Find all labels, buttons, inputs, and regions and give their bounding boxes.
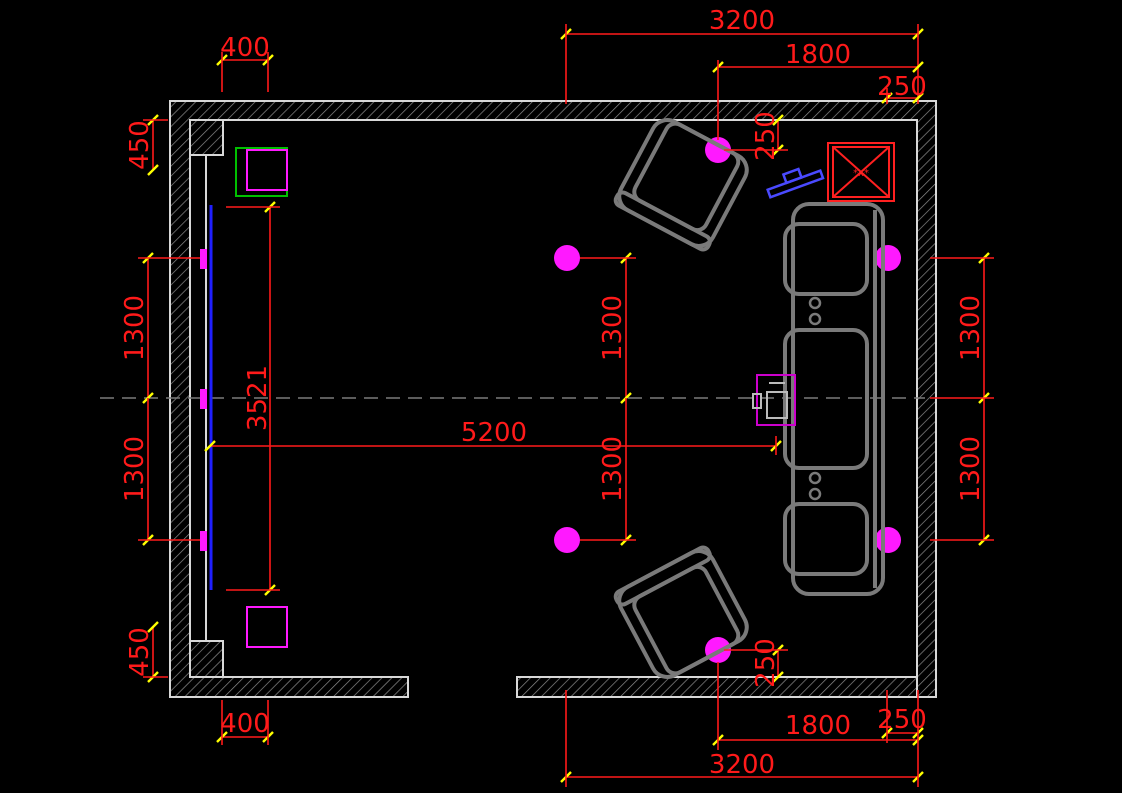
dim-mid-lower: 1300 [598,436,628,502]
sofa-seat-1 [783,222,869,296]
dim-left-top: 450 [125,120,155,170]
armchair-top [613,118,749,252]
side-table [766,167,825,199]
front-right-cabinet [246,606,288,648]
dimension-labels: 3200 1800 250 250 400 450 1300 1300 450 … [120,6,986,780]
dim-bottom-right-edge: 250 [877,705,927,735]
dim-top-inner: 1800 [785,40,851,70]
sofa-cupholder-1 [808,296,822,310]
dim-left-bottom: 450 [125,627,155,677]
front-left-cabinet [246,149,288,191]
sofa-cupholder-3 [808,471,822,485]
sofa [783,202,885,596]
side-speaker-right-bottom [875,527,901,553]
projector [752,374,796,426]
dimension-lines [138,24,994,787]
screen-recess-top [189,119,224,156]
surround-speaker-left-top [554,245,580,271]
dim-viewing-distance: 5200 [461,418,527,448]
dim-top-right-edge: 250 [877,72,927,102]
dim-left-upper: 1300 [120,295,150,361]
sofa-cupholder-2 [808,312,822,326]
subwoofer: *x* [827,142,895,202]
sofa-seat-2 [783,328,869,470]
dim-left-lower: 1300 [120,436,150,502]
surround-speaker-left-bottom [554,527,580,553]
dim-bottom-inner: 1800 [785,711,851,741]
front-left-cabinet-outer [235,147,288,197]
center-speaker [200,389,207,409]
sofa-frame [791,202,885,596]
dim-bottom-chair-offset: 250 [751,638,781,688]
sofa-cupholder-4 [808,487,822,501]
dim-screen-width: 3521 [243,365,273,431]
dim-right-lower: 1300 [956,436,986,502]
screen-recess-bottom [189,640,224,678]
sofa-seat-3 [783,502,869,576]
armchair-bottom [613,545,749,679]
dim-bottom-left-wall: 400 [220,709,270,739]
dim-top-left-wall: 400 [220,33,270,63]
dim-bottom-total: 3200 [709,750,775,780]
dim-top-chair-offset: 250 [751,111,781,161]
wall-bottom-right [516,676,918,698]
svg-text:*x*: *x* [853,168,869,179]
front-right-speaker [200,531,207,551]
dim-mid-upper: 1300 [598,295,628,361]
dim-top-total: 3200 [709,6,775,36]
front-left-speaker [200,249,207,269]
side-speaker-right-top [875,245,901,271]
walls [169,100,937,698]
dim-right-upper: 1300 [956,295,986,361]
